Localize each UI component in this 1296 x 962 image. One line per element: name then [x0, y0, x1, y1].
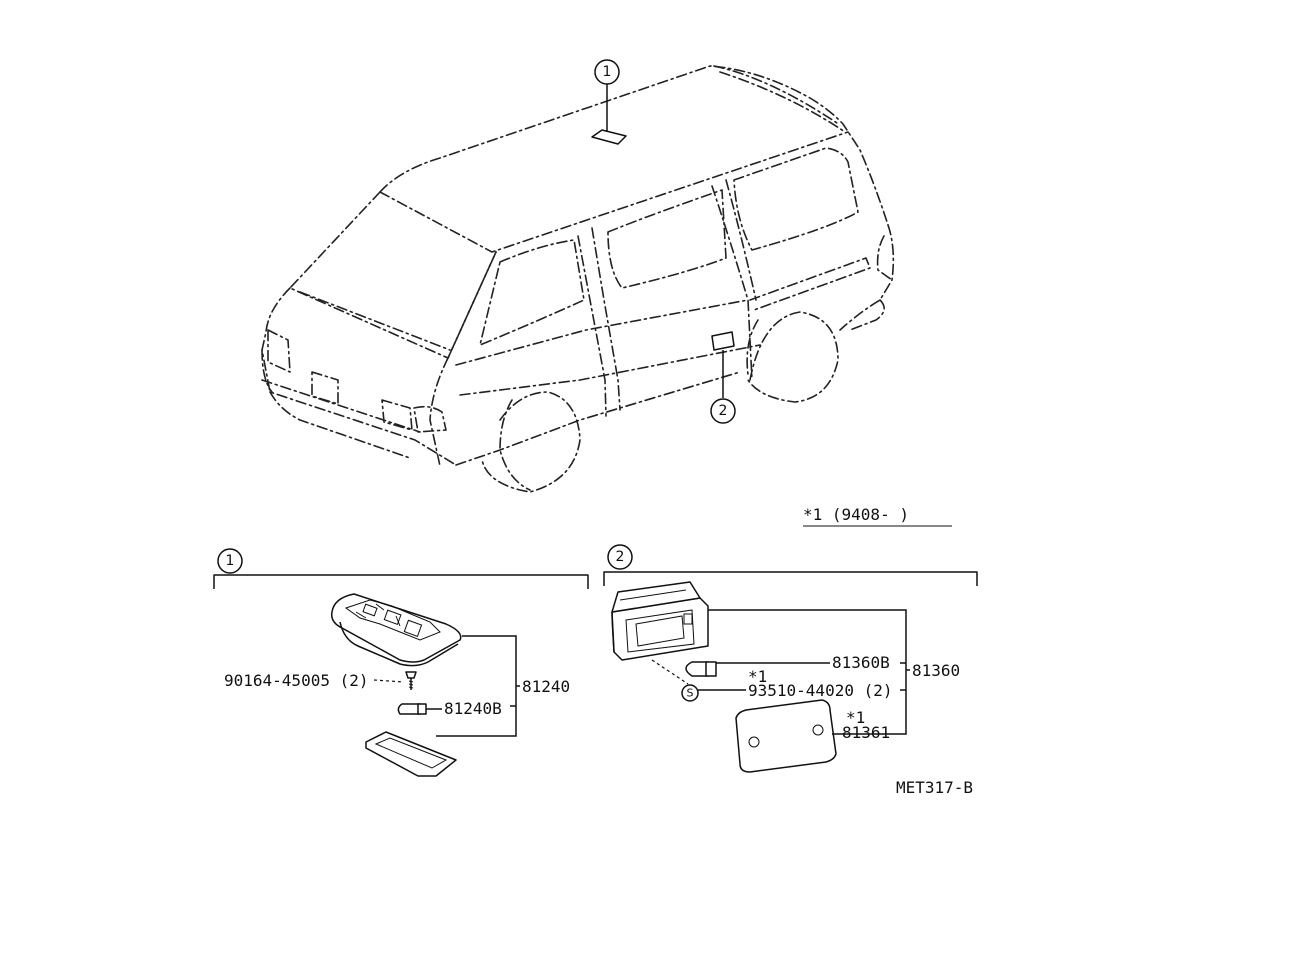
- callout-2-top: 2: [710, 398, 736, 424]
- courtesy-lamp-housing: [611, 581, 709, 661]
- part-81360B-label: 81360B: [832, 653, 890, 672]
- part-90164-label: 90164-45005 (2): [224, 671, 369, 690]
- part-81361-label: 81361: [842, 723, 890, 742]
- svg-text:2: 2: [719, 403, 728, 419]
- svg-text:2: 2: [616, 549, 625, 565]
- part-93510-label: 93510-44020 (2): [748, 681, 893, 700]
- figure-code: MET317-B: [896, 778, 973, 797]
- courtesy-lamp-location: [711, 331, 735, 351]
- part-81240-label: 81240: [522, 677, 570, 696]
- dome-lamp-location: [591, 129, 627, 145]
- bracket-81240: [436, 635, 517, 737]
- van-illustration: [261, 65, 895, 493]
- lens-81240: [365, 731, 457, 777]
- svg-text:S: S: [687, 687, 694, 700]
- dome-lamp-housing: [330, 593, 462, 667]
- screw-dotted-path: [651, 659, 689, 685]
- note-mark-bulb: *1: [748, 667, 767, 686]
- group1-header: 1: [213, 548, 589, 589]
- lens-81361: [735, 699, 837, 773]
- note-mark-lens: *1: [846, 708, 865, 727]
- svg-text:1: 1: [226, 553, 235, 569]
- part-81360-label: 81360: [912, 661, 960, 680]
- bulb-81360B: [685, 661, 717, 677]
- s-mark-screw: S: [681, 684, 699, 702]
- screw-90164: [405, 671, 417, 690]
- svg-text:1: 1: [603, 64, 612, 80]
- bulb-81240B: [397, 703, 427, 715]
- group2-header: 2: [603, 544, 978, 586]
- callout-1-top: 1: [594, 59, 620, 85]
- part-81240B-label: 81240B: [444, 699, 502, 718]
- footnote-text: *1 (9408- ): [803, 505, 909, 524]
- bracket-81360: [708, 609, 907, 735]
